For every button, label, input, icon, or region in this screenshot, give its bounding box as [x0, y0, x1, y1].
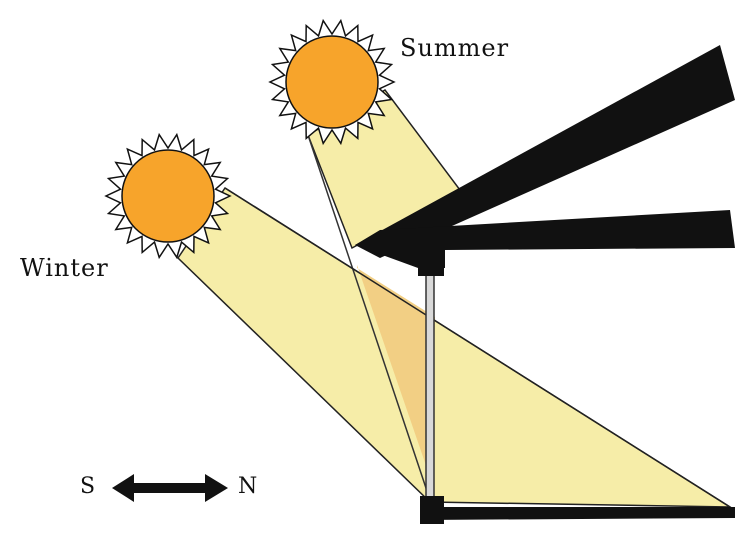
double-arrow-icon [112, 474, 228, 502]
ceiling-beam [355, 210, 735, 268]
summer-label: Summer [400, 34, 510, 62]
roof [355, 45, 735, 258]
south-label: S [80, 474, 97, 499]
window-post [425, 267, 435, 501]
sun-icon [121, 149, 215, 243]
floor-slab [420, 507, 735, 520]
floor-joint [420, 496, 444, 524]
ceiling-joint [418, 250, 444, 276]
winter-label: Winter [20, 254, 109, 282]
north-label: N [238, 474, 259, 499]
summer-ray-line [307, 134, 431, 501]
sun-icon [285, 35, 379, 129]
winter-ray-line [224, 187, 731, 508]
beam-overlap-region [357, 265, 435, 480]
